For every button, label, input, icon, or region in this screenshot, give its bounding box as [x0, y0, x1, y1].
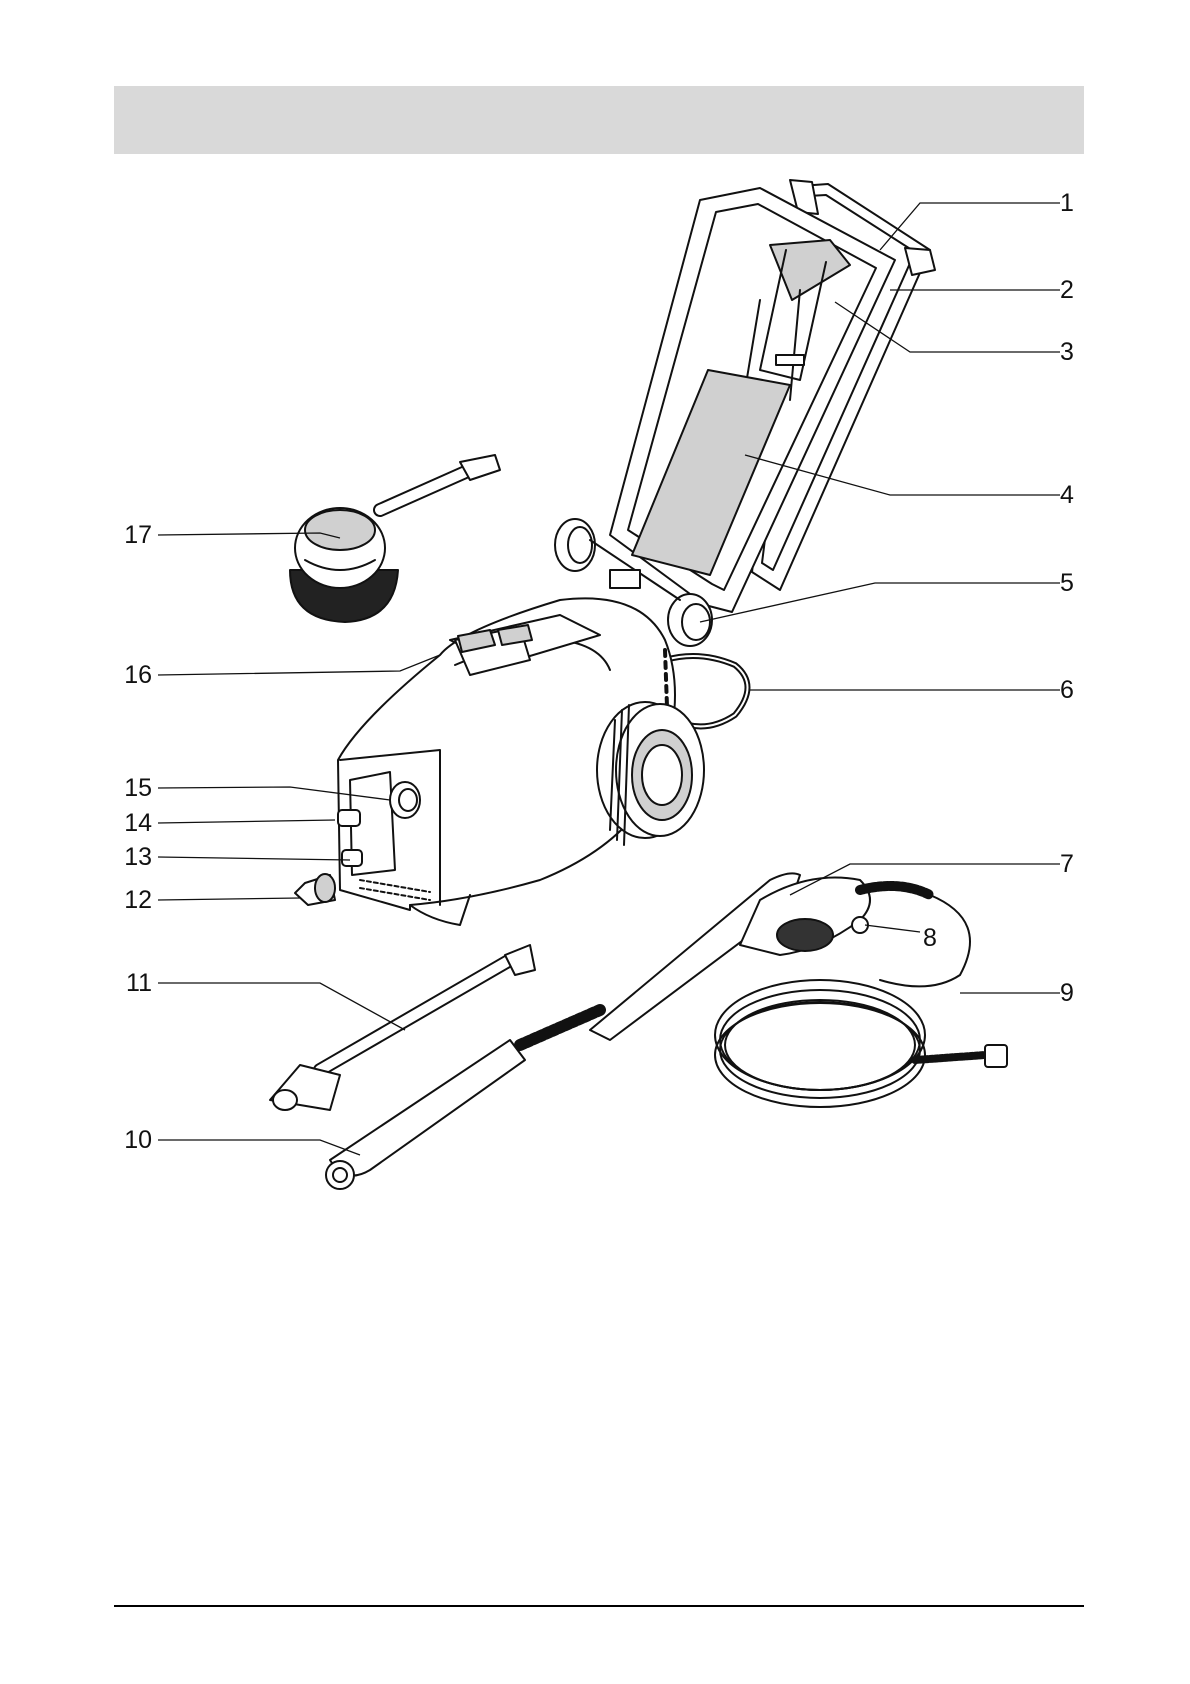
callout-14: 14 [100, 811, 152, 836]
spray-gun [590, 873, 970, 1040]
callout-16: 16 [100, 663, 152, 688]
callout-15: 15 [100, 776, 152, 801]
callout-11: 11 [100, 971, 152, 996]
footer-rule [114, 1605, 1084, 1607]
callout-3: 3 [1060, 340, 1074, 365]
callout-13: 13 [100, 845, 152, 870]
rotary-brush [290, 455, 500, 622]
callout-7: 7 [1060, 852, 1074, 877]
callout-4: 4 [1060, 483, 1074, 508]
callout-10: 10 [100, 1128, 152, 1153]
callout-1: 1 [1060, 191, 1074, 216]
water-inlet-adapter [295, 874, 335, 905]
callout-9: 9 [1060, 981, 1074, 1006]
spray-lance [270, 945, 535, 1110]
callout-5: 5 [1060, 571, 1074, 596]
callout-2: 2 [1060, 278, 1074, 303]
callout-6: 6 [1060, 678, 1074, 703]
callout-12: 12 [100, 888, 152, 913]
hose-coil [715, 980, 1007, 1107]
callout-8: 8 [923, 926, 937, 951]
callout-17: 17 [100, 523, 152, 548]
